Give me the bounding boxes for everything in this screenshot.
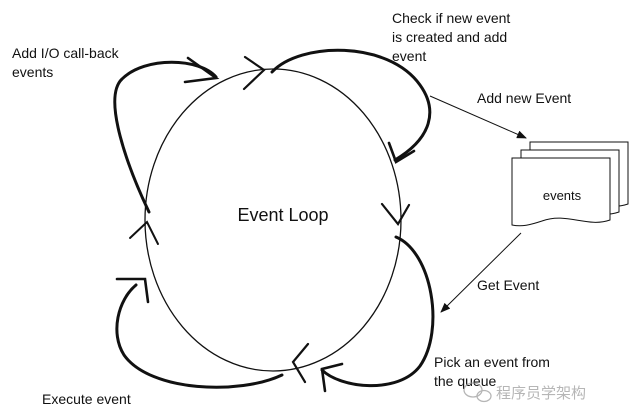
- watermark: 程序员学架构: [463, 382, 586, 403]
- event-queue-stack: [511, 141, 629, 227]
- get-event-arrow: [440, 232, 522, 313]
- io-callback-loop-arrow: [113, 60, 218, 214]
- add-new-event-arrow: [429, 95, 527, 139]
- io-callback-ellipse-chevron: [129, 220, 159, 245]
- execute-event-loop-arrow: [115, 283, 284, 389]
- check-new-event-arrowhead: [387, 141, 416, 164]
- pick-event-label: Pick an event from the queue: [434, 354, 554, 389]
- event-queue-label: events: [543, 188, 582, 203]
- pick-event-loop-arrow: [320, 235, 435, 388]
- get-event-label: Get Event: [477, 277, 539, 293]
- right-ellipse-chevron: [380, 202, 411, 226]
- execute-event-arrowhead: [115, 277, 150, 304]
- event-loop-label: Event Loop: [237, 205, 328, 225]
- check-new-event-label: Check if new event is created and add ev…: [392, 10, 514, 64]
- bottom-ellipse-chevron: [291, 342, 310, 384]
- pick-event-arrowhead: [320, 362, 344, 393]
- io-callback-label: Add I/O call-back events: [12, 45, 123, 80]
- io-callback-arrowhead: [183, 56, 220, 84]
- check-new-event-loop-arrow: [270, 48, 432, 162]
- execute-event-label: Execute event: [42, 391, 131, 407]
- add-new-event-label: Add new Event: [477, 90, 571, 106]
- wechat-icon: [463, 382, 492, 403]
- watermark-text: 程序员学架构: [496, 384, 586, 402]
- top-ellipse-chevron: [242, 55, 266, 91]
